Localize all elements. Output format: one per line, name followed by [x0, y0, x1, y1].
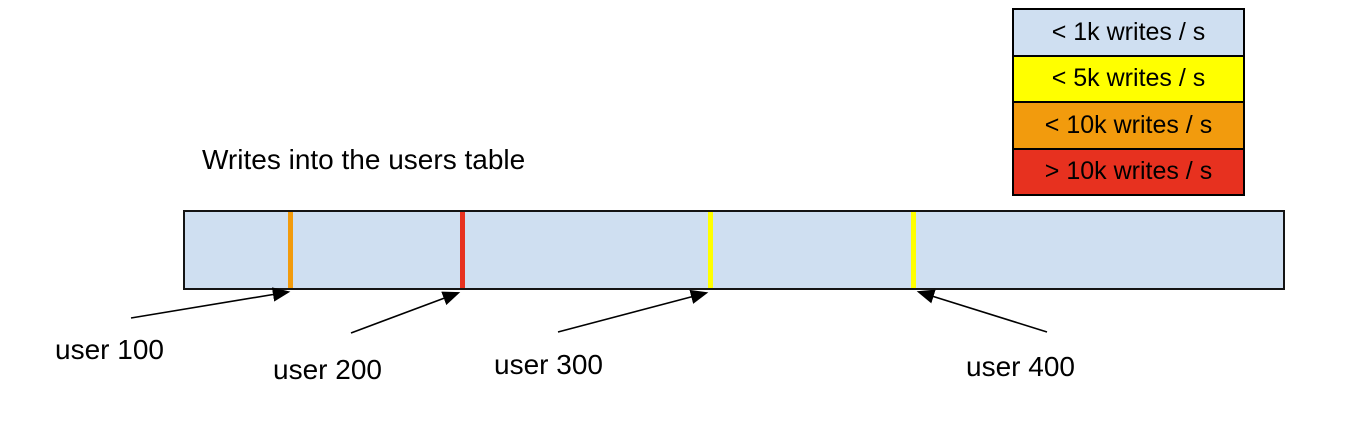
user-400-label: user 400 [966, 351, 1075, 382]
hotspot-stripe-user-200 [460, 212, 465, 288]
legend-item-under-10k: < 10k writes / s [1014, 103, 1243, 150]
legend-item-label: < 10k writes / s [1044, 110, 1213, 139]
arrow-user-400 [916, 289, 1048, 333]
legend-item-over-10k: > 10k writes / s [1014, 149, 1243, 194]
arrow-user-200 [350, 291, 461, 334]
users-table-bar [183, 210, 1285, 290]
legend-item-label: < 5k writes / s [1051, 64, 1206, 93]
hotspot-stripe-user-100 [288, 212, 293, 288]
write-rate-legend: < 1k writes / s < 5k writes / s < 10k wr… [1012, 8, 1245, 196]
user-300-label: user 300 [494, 349, 603, 380]
hotspot-stripe-user-300 [708, 212, 713, 288]
legend-item-under-5k: < 5k writes / s [1014, 56, 1243, 103]
hotspot-stripe-user-400 [911, 212, 916, 288]
user-100-label: user 100 [55, 334, 164, 365]
arrow-user-100 [130, 287, 291, 319]
user-200-label: user 200 [273, 354, 382, 385]
legend-item-label: > 10k writes / s [1044, 157, 1213, 186]
legend-item-label: < 1k writes / s [1051, 17, 1206, 46]
arrow-user-300 [557, 289, 709, 333]
diagram-title: Writes into the users table [202, 144, 526, 175]
legend-item-under-1k: < 1k writes / s [1014, 10, 1243, 57]
